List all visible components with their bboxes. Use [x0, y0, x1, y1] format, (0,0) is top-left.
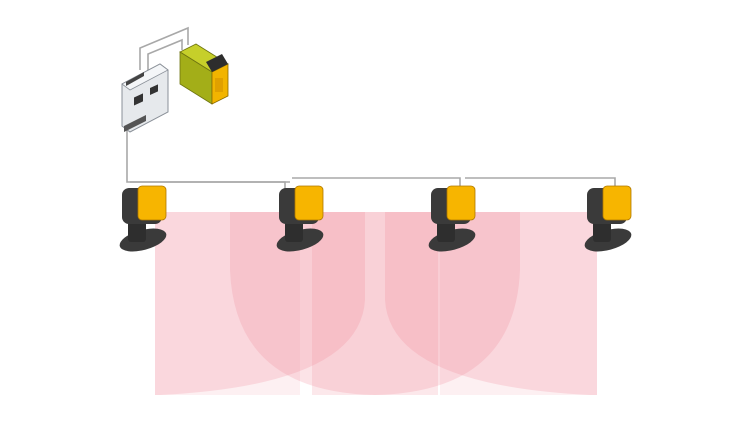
detection-field: [230, 212, 520, 395]
detection-field: [440, 212, 597, 395]
radar-sensor-icon: [428, 185, 476, 252]
radar-sensor-icon: [584, 185, 632, 252]
detection-field: [155, 212, 365, 395]
detection-fields: [155, 212, 597, 395]
safety-relay-icon: [179, 43, 229, 105]
sensors: [119, 185, 632, 252]
detection-field: [155, 212, 300, 395]
radar-sensor-icon: [119, 185, 167, 252]
detection-field: [385, 212, 597, 395]
radar-sensor-icon: [276, 185, 324, 252]
io-module-icon: [121, 63, 169, 133]
detection-field: [312, 212, 438, 395]
